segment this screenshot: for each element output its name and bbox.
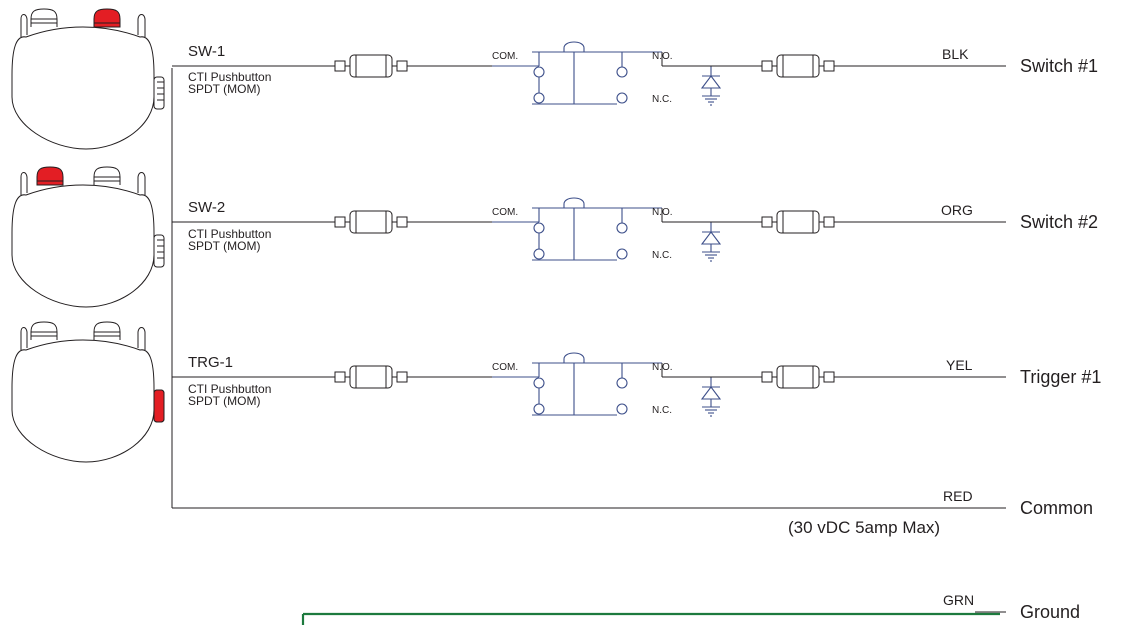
- channel-2: [172, 197, 1006, 262]
- switch-id-2: SW-2: [188, 199, 225, 216]
- ground-wire: [301, 611, 1006, 625]
- no-label-3: N.O.: [652, 362, 673, 373]
- wire-color-2: ORG: [941, 202, 973, 218]
- channel-1: [172, 41, 1006, 106]
- switch-desc-3b: SPDT (MOM): [188, 394, 260, 408]
- output-label-1: Switch #1: [1020, 56, 1098, 76]
- pressed-trigger-red: [153, 389, 165, 423]
- pressed-button-red: [36, 166, 64, 186]
- controller-grip-3: [11, 321, 165, 463]
- controller-grip-2: [11, 166, 165, 308]
- switch-id-3: TRG-1: [188, 354, 233, 371]
- no-label-2: N.O.: [652, 207, 673, 218]
- switch-desc-2b: SPDT (MOM): [188, 239, 260, 253]
- com-label-2: COM.: [492, 207, 518, 218]
- switch-desc-2a: CTI Pushbutton: [188, 227, 271, 241]
- switch-desc-1b: SPDT (MOM): [188, 82, 260, 96]
- output-label-2: Switch #2: [1020, 212, 1098, 232]
- ground-label: Ground: [1020, 602, 1080, 622]
- wire-color-3: YEL: [946, 357, 973, 373]
- pressed-button-red: [93, 8, 121, 28]
- common-wire-color: RED: [943, 488, 973, 504]
- switch-desc-3a: CTI Pushbutton: [188, 382, 271, 396]
- common-label: Common: [1020, 498, 1093, 518]
- ground-wire-color: GRN: [943, 592, 974, 608]
- nc-label-2: N.C.: [652, 250, 672, 261]
- controller-grip-1: [11, 8, 165, 150]
- output-label-3: Trigger #1: [1020, 367, 1101, 387]
- wire-color-1: BLK: [942, 46, 969, 62]
- common-rating: (30 vDC 5amp Max): [788, 518, 940, 537]
- com-label-3: COM.: [492, 362, 518, 373]
- no-label-1: N.O.: [652, 51, 673, 62]
- switch-id-1: SW-1: [188, 43, 225, 60]
- nc-label-3: N.C.: [652, 405, 672, 416]
- nc-label-1: N.C.: [652, 94, 672, 105]
- com-label-1: COM.: [492, 51, 518, 62]
- channel-3: [172, 352, 1006, 417]
- switch-desc-1a: CTI Pushbutton: [188, 70, 271, 84]
